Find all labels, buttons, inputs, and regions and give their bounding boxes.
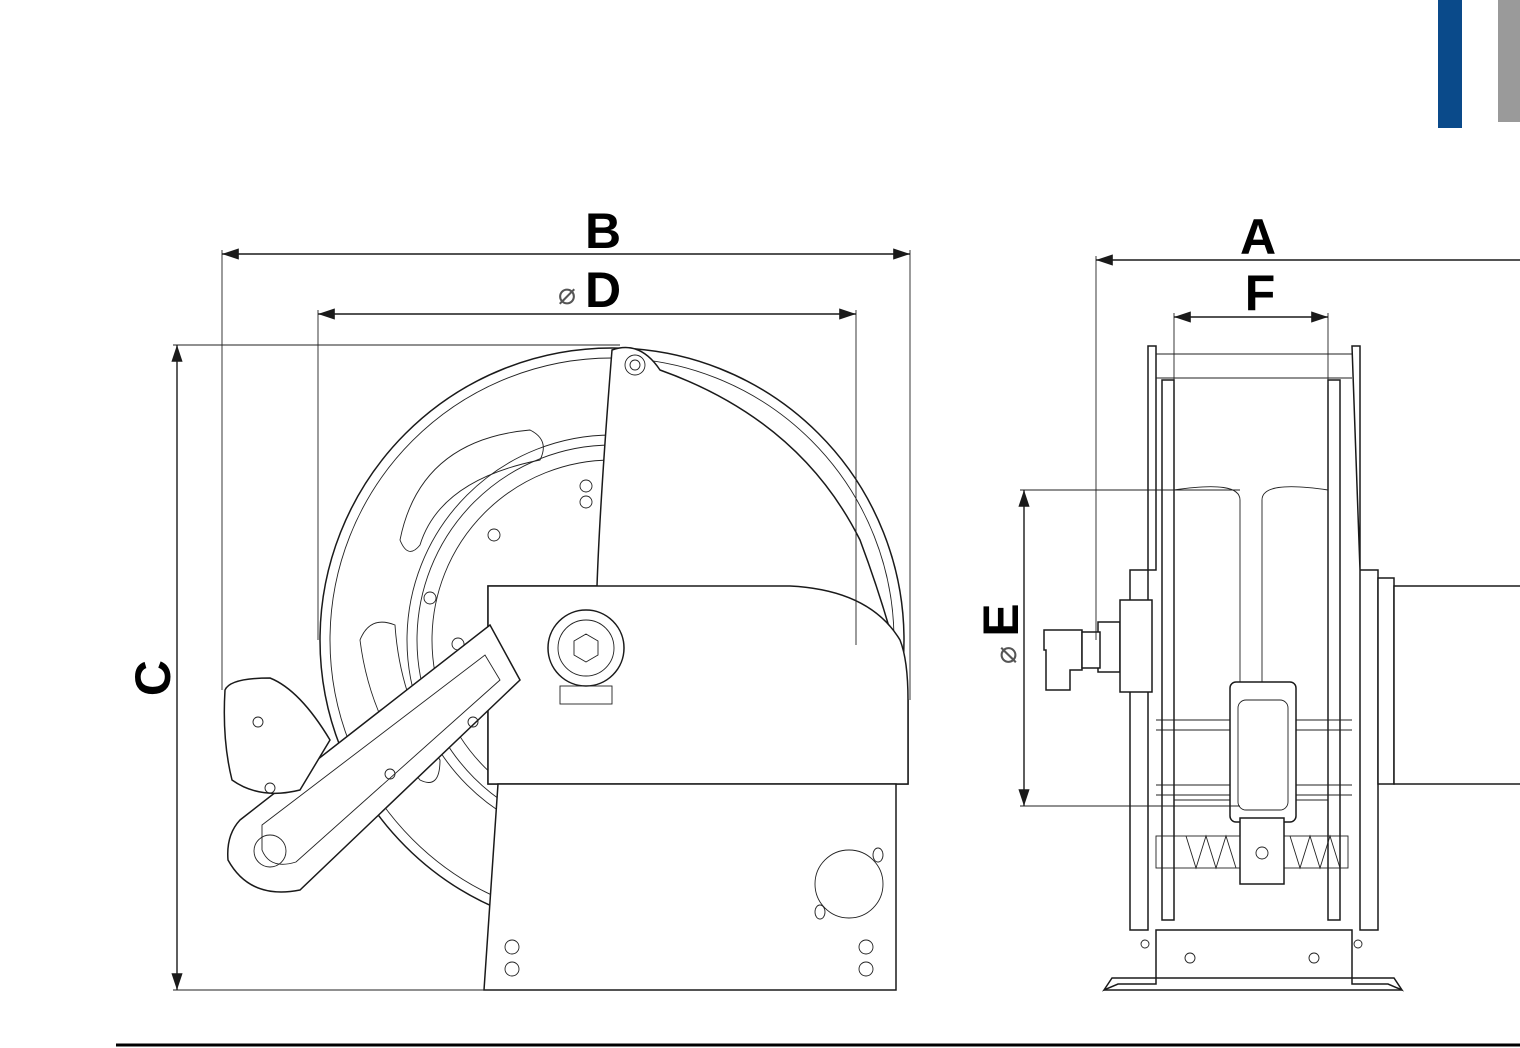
swivel-body [1097, 621, 1121, 673]
inlet-elbow [1043, 629, 1083, 691]
frame-housing [487, 585, 909, 785]
base-stand-hole [814, 849, 884, 919]
reel-flange-right [1327, 379, 1341, 921]
drive-hub [547, 609, 625, 687]
swivel-flange [1119, 599, 1153, 693]
swing-arm-bolt [384, 768, 396, 780]
hose-guide-roller [1237, 699, 1289, 811]
drive-housing [1393, 585, 1520, 785]
guard-pivot-bolt-inner [629, 359, 641, 371]
base-bolt [504, 961, 520, 977]
dim-label-a: A [1240, 209, 1276, 265]
spring-right [1283, 835, 1349, 869]
swing-arm-bolt [467, 716, 479, 728]
hub-bolt [487, 528, 501, 542]
hub-bolt [579, 479, 593, 493]
swing-arm-eye [253, 834, 287, 868]
dim-label-b: B [585, 203, 621, 259]
base-bolt [1353, 939, 1363, 949]
guard-pivot-bolt [624, 354, 646, 376]
base-stand-slot [872, 847, 884, 863]
bracket-bolt [264, 782, 276, 794]
hub-bolt [579, 495, 593, 509]
base-bolt [858, 939, 874, 955]
diameter-symbol-e: ⌀ [989, 646, 1024, 664]
front-view: A F E ⌀ [973, 209, 1520, 992]
flange-slot-upper [399, 429, 544, 552]
base-bolt [1184, 952, 1196, 964]
hex-nut [573, 633, 599, 663]
frame-upright-right [1351, 345, 1379, 931]
side-view: B ⌀ D C [125, 203, 911, 991]
base-bolt [1308, 952, 1320, 964]
spring-left [1155, 835, 1241, 869]
arm-bracket [223, 677, 331, 795]
base-stand [483, 783, 897, 991]
dim-label-f: F [1245, 265, 1276, 321]
drive-hub-base [559, 685, 613, 705]
dim-label-c: C [125, 660, 181, 696]
dim-label-d: D [585, 262, 621, 318]
spring-coil-left [1185, 834, 1237, 870]
reel-flange-left [1161, 379, 1175, 921]
header-accent-blue-tab [1438, 0, 1462, 128]
hub-bolt [423, 591, 437, 605]
base-stand-slot [814, 904, 826, 920]
spring-coil-right [1289, 834, 1341, 870]
guide-pivot-block [1239, 817, 1285, 885]
guide-pivot-bolt [1255, 846, 1269, 860]
base-foot-right [1351, 977, 1405, 992]
base-bolt [1140, 939, 1150, 949]
base-bolt [858, 961, 874, 977]
front-base [1155, 929, 1353, 979]
inlet-coupling [1081, 631, 1101, 669]
swing-arm [227, 623, 521, 893]
drive-housing-flange [1377, 577, 1395, 785]
base-bolt [504, 939, 520, 955]
base-foot-left [1101, 977, 1157, 992]
diameter-symbol-d: ⌀ [558, 277, 576, 312]
dim-label-e: E [973, 603, 1029, 636]
header-accent-grey-tab [1498, 0, 1520, 122]
drive-hub-inner [557, 619, 615, 677]
bracket-bolt [252, 716, 264, 728]
